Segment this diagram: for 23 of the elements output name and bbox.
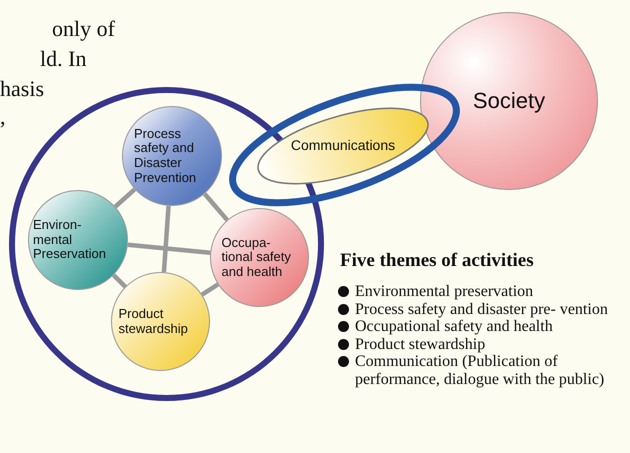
node-label: Environ- mental Preservation <box>33 218 107 262</box>
node-label: Occupa- tional safety and health <box>222 236 292 280</box>
node-label: Society <box>472 88 546 114</box>
list-heading: Five themes of activities <box>340 250 534 272</box>
connector-line <box>128 242 210 255</box>
list-item: Environmental preservation <box>355 283 534 300</box>
body-text: only of <box>52 16 115 42</box>
connector-line <box>162 206 171 272</box>
list-item: Process safety and disaster pre- vention <box>355 300 608 318</box>
node-label: Product stewardship <box>118 306 189 336</box>
list-item: Product stewardship <box>355 336 486 353</box>
connector-line <box>112 274 127 288</box>
node-label: Communications <box>290 138 396 154</box>
circle-node <box>210 208 309 307</box>
body-text: hasis <box>0 76 44 102</box>
list-item: Communication (Publication of performance, dialogue with the public) <box>355 353 606 388</box>
body-text: , <box>0 104 6 130</box>
connector-line <box>200 282 220 297</box>
connector-line <box>114 188 136 208</box>
body-text: ld. In <box>40 46 86 72</box>
list-item: Occupational safety and health <box>355 318 553 336</box>
node-label: Process safety and Disaster Prevention <box>134 126 198 186</box>
connector-line <box>202 192 229 222</box>
